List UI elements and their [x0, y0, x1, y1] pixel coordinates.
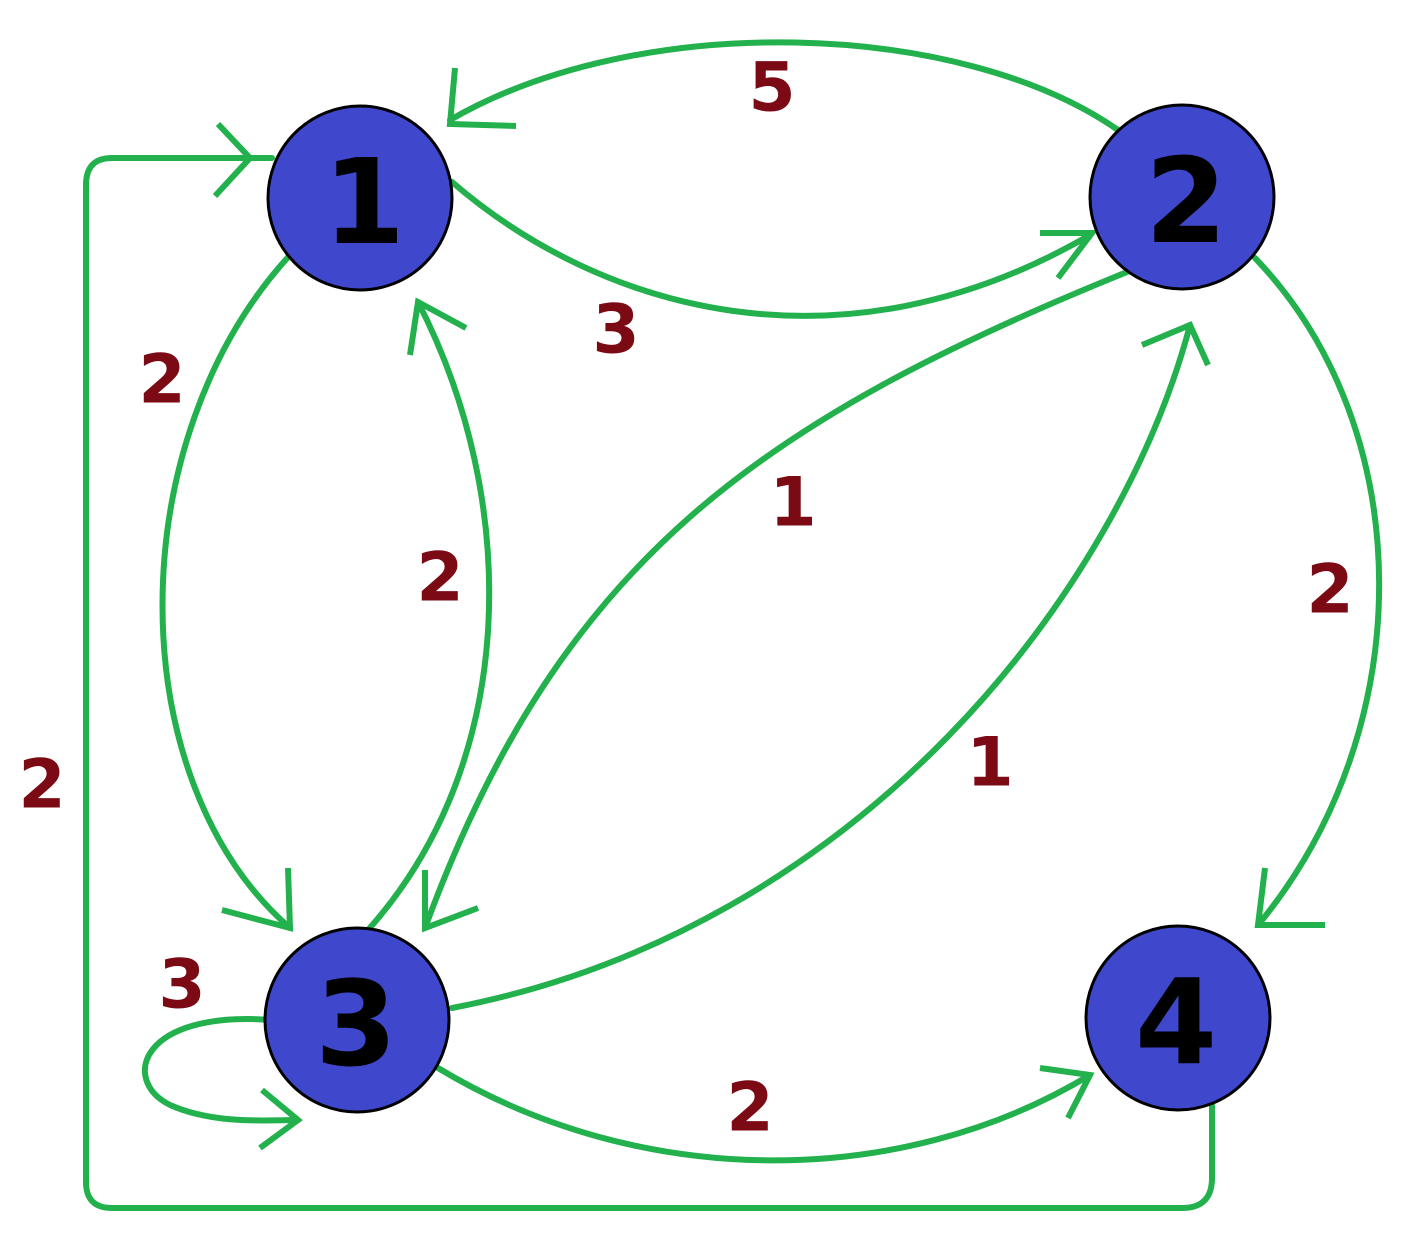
edge-2-to-1-line [447, 39, 1121, 133]
edge-2-to-3 [422, 267, 1135, 933]
edge-1-to-2-line [449, 179, 1093, 319]
weight-4-to-1: 2 [18, 746, 65, 825]
edge-3-to-2-arrowhead [1140, 321, 1211, 367]
node-4: 4 [1084, 924, 1272, 1112]
edge-3-to-4-line [435, 1065, 1093, 1164]
node-3-label: 3 [315, 955, 397, 1093]
edge-3-to-1-line [365, 299, 493, 933]
edge-4-to-1-arrowhead [212, 121, 255, 199]
weight-2-to-3: 1 [769, 464, 816, 543]
edge-2-to-3-arrowhead [422, 870, 480, 933]
weight-3-to-3: 3 [158, 946, 205, 1025]
edge-2-to-1 [446, 39, 1121, 133]
edge-2-to-1-arrowhead [446, 67, 517, 129]
weight-3-to-2: 1 [966, 724, 1013, 803]
edge-3-to-1-arrowhead [407, 297, 468, 356]
node-1-label: 1 [323, 133, 405, 271]
edge-3-to-4-arrowhead [1039, 1065, 1095, 1120]
edge-1-to-2 [449, 179, 1099, 319]
node-3-circle [263, 926, 451, 1114]
edge-1-to-2-arrowhead [1040, 230, 1099, 280]
node-1-circle [266, 104, 454, 292]
edges [83, 39, 1383, 1211]
nodes: 1 2 3 4 [263, 103, 1276, 1114]
edge-1-to-3-arrowhead [221, 867, 294, 932]
node-4-circle [1084, 924, 1272, 1112]
weight-3-to-1: 2 [416, 539, 463, 618]
edge-2-to-4-arrowhead [1254, 867, 1325, 928]
edge-2-to-3-line [422, 267, 1135, 931]
edge-2-to-4-line [1252, 255, 1383, 928]
edge-4-to-1-line [83, 155, 1215, 1211]
edge-3-to-3-line [142, 1016, 301, 1124]
edge-3-to-2-line [449, 322, 1193, 1011]
weight-1-to-3: 2 [138, 341, 185, 420]
node-1: 1 [266, 104, 454, 292]
edge-3-to-3 [142, 1016, 303, 1151]
edge-4-to-1 [83, 121, 1215, 1211]
edge-3-to-2 [449, 321, 1211, 1011]
edge-weights: 5 3 2 2 1 1 2 2 2 3 [18, 49, 1353, 1148]
edge-3-to-3-arrowhead [258, 1087, 303, 1151]
node-2: 2 [1088, 103, 1276, 291]
weight-2-to-1: 5 [748, 49, 795, 128]
weight-1-to-2: 3 [592, 291, 639, 370]
edge-1-to-3-line [159, 252, 293, 931]
edge-3-to-4 [435, 1065, 1095, 1164]
node-3: 3 [263, 926, 451, 1114]
edge-2-to-4 [1252, 255, 1383, 928]
weight-2-to-4: 2 [1306, 551, 1353, 630]
node-2-label: 2 [1145, 132, 1227, 270]
node-2-circle [1088, 103, 1276, 291]
weight-3-to-4: 2 [726, 1069, 773, 1148]
edge-3-to-1 [365, 297, 493, 933]
node-4-label: 4 [1135, 953, 1217, 1091]
edge-1-to-3 [159, 252, 294, 932]
